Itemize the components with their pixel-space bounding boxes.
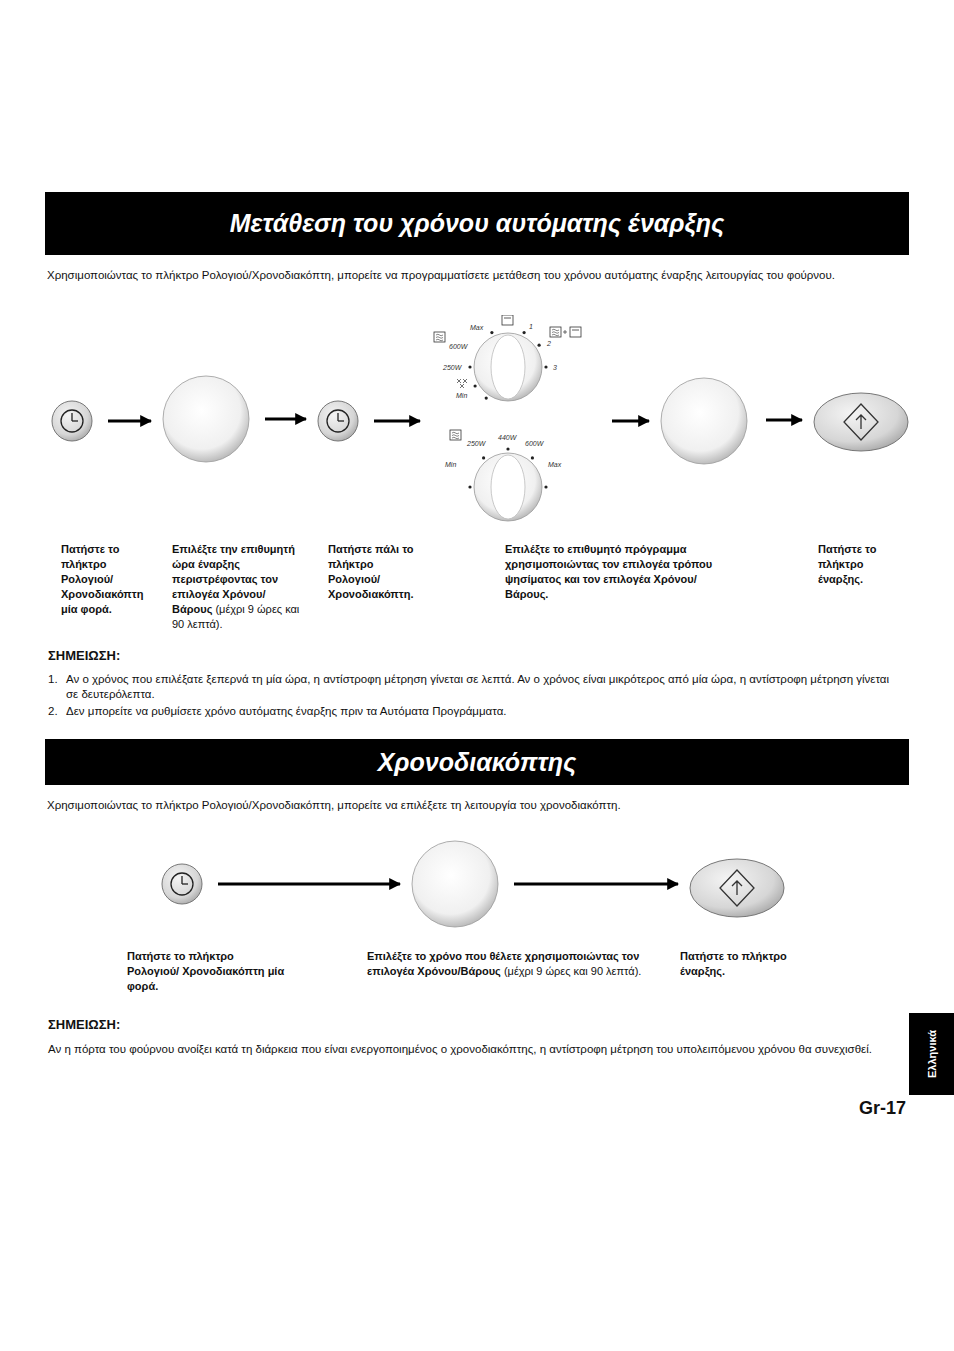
clock-button: Πατήστε πάλι το πλήκτρο Ρολογιού/Χρονοδι…	[316, 399, 360, 443]
step-caption-text: Πατήστε πάλι το πλήκτρο Ρολογιού/Χρονοδι…	[328, 543, 413, 600]
time-weight-dial-icon	[161, 374, 251, 464]
flow-arrow	[265, 418, 306, 421]
step-caption: Επιλέξτε το επιθυμητό πρόγραμμα χρησιμοπ…	[505, 542, 720, 602]
time-dial: Επιλέξτε το χρόνο που θέλετε χρησιμοποιώ…	[410, 839, 500, 929]
start-button: Πατήστε το πλήκτρο έναρξης.	[812, 391, 910, 453]
note-number: 1.	[48, 672, 58, 687]
note-heading: ΣΗΜΕΙΩΣΗ:	[48, 648, 120, 663]
intro-text: Χρησιμοποιώντας το πλήκτρο Ρολογιού/Χρον…	[47, 798, 907, 813]
note-text: Αν ο χρόνος που επιλέξατε ξεπερνά τη μία…	[66, 672, 896, 702]
clock-button-icon	[316, 399, 360, 443]
step-caption-text: Πατήστε το πλήκτρο Ρολογιού/ Χρονοδιακόπ…	[127, 950, 284, 992]
clock-button: Πατήστε το πλήκτρο Ρολογιού/ Χρονοδιακόπ…	[160, 862, 204, 906]
section-title: Μετάθεση του χρόνου αυτόματης έναρξης	[230, 209, 725, 238]
dial-mark: Min	[456, 392, 467, 399]
section-band: Μετάθεση του χρόνου αυτόματης έναρξης	[45, 192, 909, 255]
start-button-icon	[688, 857, 786, 919]
dial-mark: 3	[553, 364, 557, 371]
start-button: Πατήστε το πλήκτρο έναρξης.	[688, 857, 786, 919]
dial-mark: 440W	[498, 434, 516, 441]
clock-button-icon	[160, 862, 204, 906]
dial-mark: 250W	[443, 364, 461, 371]
flow-arrow	[108, 420, 151, 423]
step-caption-text: Επιλέξτε το επιθυμητό πρόγραμμα χρησιμοπ…	[505, 543, 712, 600]
flow-arrow	[374, 420, 420, 423]
clock-button: Πατήστε το πλήκτρο Ρολογιού/ Χρονοδιακόπ…	[50, 399, 94, 443]
language-tab: Ελληνικά	[909, 1013, 954, 1095]
time-dial: Επιλέξτε την επιθυμητή ώρα έναρξης περισ…	[161, 374, 251, 464]
dial-mark: 600W	[525, 440, 543, 447]
flow-arrow	[514, 883, 678, 886]
step-caption: Πατήστε πάλι το πλήκτρο Ρολογιού/Χρονοδι…	[328, 542, 423, 602]
dial-mark: 600W	[449, 343, 467, 350]
dial-mark: Max	[548, 461, 561, 468]
intro-text: Χρησιμοποιώντας το πλήκτρο Ρολογιού/Χρον…	[47, 268, 907, 283]
dial-mark: 2	[547, 340, 551, 347]
language-tab-text: Ελληνικά	[926, 1030, 938, 1078]
step-caption: Πατήστε το πλήκτρο έναρξης.	[818, 542, 898, 587]
flow-arrow	[218, 883, 400, 886]
note-text: Δεν μπορείτε να ρυθμίσετε χρόνο αυτόματη…	[66, 704, 896, 719]
flow-arrow	[766, 419, 802, 422]
step-caption: Πατήστε το πλήκτρο Ρολογιού/ Χρονοδιακόπ…	[127, 949, 287, 994]
section-band: Χρονοδιακόπτης	[45, 739, 909, 785]
dial-mark: Max	[470, 324, 483, 331]
step-caption: Πατήστε το πλήκτρο έναρξης.	[680, 949, 810, 979]
dial-mark: 250W	[467, 440, 485, 447]
dial-mark: Min	[445, 461, 456, 468]
step-caption-text: Πατήστε το πλήκτρο Ρολογιού/ Χρονοδιακόπ…	[61, 543, 143, 615]
time-weight-dial-icon	[410, 839, 500, 929]
note-heading: ΣΗΜΕΙΩΣΗ:	[48, 1017, 120, 1032]
program-dials: Επιλέξτε το επιθυμητό πρόγραμμα χρησιμοπ…	[430, 315, 752, 525]
start-button-icon	[812, 391, 910, 453]
note-number: 2.	[48, 704, 58, 719]
dial-mark: 1	[529, 323, 533, 330]
step-caption-text: Πατήστε το πλήκτρο έναρξης.	[680, 950, 787, 977]
step-caption: Πατήστε το πλήκτρο Ρολογιού/ Χρονοδιακόπ…	[61, 542, 161, 617]
step-caption: Επιλέξτε το χρόνο που θέλετε χρησιμοποιώ…	[367, 949, 642, 979]
step-caption-text: (μέχρι 9 ώρες και 90 λεπτά).	[504, 965, 642, 977]
step-caption: Επιλέξτε την επιθυμητή ώρα έναρξης περισ…	[172, 542, 307, 632]
note-text: Αν η πόρτα του φούρνου ανοίξει κατά τη δ…	[48, 1042, 878, 1057]
program-dials-icon	[430, 315, 752, 525]
step-caption-text: Πατήστε το πλήκτρο έναρξης.	[818, 543, 876, 585]
section-title: Χρονοδιακόπτης	[378, 748, 577, 777]
clock-button-icon	[50, 399, 94, 443]
page-number: Gr-17	[859, 1098, 906, 1119]
